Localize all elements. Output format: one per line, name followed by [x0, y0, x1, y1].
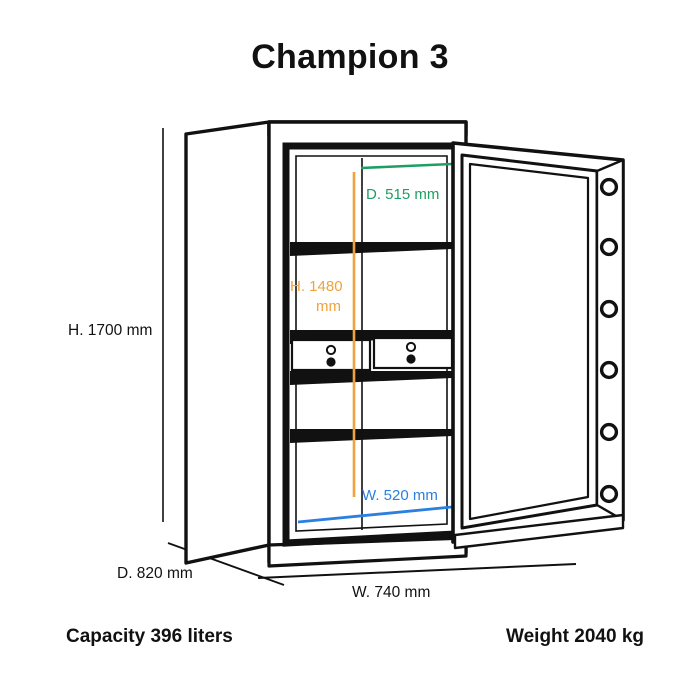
drawer-left-keyhole-icon	[325, 344, 337, 356]
bolt-hole-1	[599, 177, 619, 197]
safe-door[interactable]	[451, 141, 625, 544]
drawer-left-knob-icon	[326, 357, 336, 367]
interior-drawers	[290, 336, 454, 372]
bolt-hole-5	[599, 422, 619, 442]
door-base-edge	[453, 513, 625, 550]
shelf-3	[290, 371, 452, 385]
bolt-hole-2	[599, 237, 619, 257]
internal-height-label-line2: mm	[316, 298, 341, 315]
internal-height-label-line1: H. 1480	[290, 278, 343, 295]
door-bolt-holes	[599, 177, 619, 504]
bolt-hole-3	[599, 299, 619, 319]
drawer-left[interactable]	[290, 338, 372, 372]
drawer-right-keyhole-icon	[405, 341, 417, 353]
spec-footer: Capacity 396 liters Weight 2040 kg	[0, 626, 700, 656]
page-title: Champion 3	[251, 38, 449, 76]
internal-width-label: W. 520 mm	[362, 487, 438, 504]
shelf-4	[290, 429, 452, 443]
external-height-label: H. 1700 mm	[68, 322, 152, 339]
drawer-right-knob-icon	[406, 354, 416, 364]
weight-spec: Weight 2040 kg	[506, 626, 644, 647]
internal-depth-label: D. 515 mm	[366, 186, 439, 203]
external-width-label: W. 740 mm	[352, 584, 430, 601]
shelf-1	[290, 242, 452, 256]
bolt-hole-6	[599, 484, 619, 504]
internal-width-guide-line	[297, 505, 453, 524]
drawer-right[interactable]	[372, 336, 454, 370]
capacity-spec: Capacity 396 liters	[66, 626, 233, 647]
external-depth-label: D. 820 mm	[117, 565, 193, 582]
bolt-hole-4	[599, 360, 619, 380]
external-width-dimension-line	[257, 563, 577, 579]
internal-depth-guide-line	[360, 162, 453, 170]
